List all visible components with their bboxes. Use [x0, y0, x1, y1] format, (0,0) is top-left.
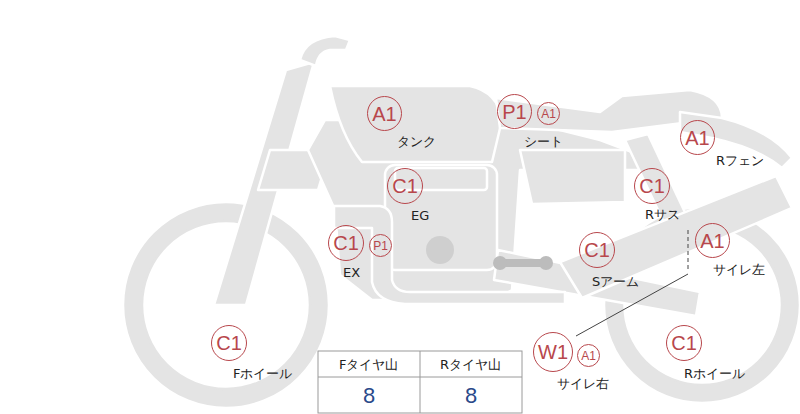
- part-name: Fホイール: [233, 367, 292, 380]
- callout-sub-code: A1: [537, 102, 560, 125]
- part-name: Sアーム: [592, 275, 639, 288]
- part-name: EG: [411, 209, 429, 222]
- part-name: シート: [524, 135, 563, 148]
- callout-code: C1: [387, 168, 423, 204]
- callout-code: C1: [328, 225, 364, 261]
- part-name: サイレ左: [713, 263, 765, 276]
- callout-code: A1: [695, 223, 730, 258]
- part-name: Rサス: [645, 208, 680, 221]
- part-name: EX: [343, 266, 360, 279]
- part-name: タンク: [397, 135, 436, 148]
- callout-code: P1: [497, 94, 532, 129]
- callout-code: C1: [666, 325, 702, 361]
- callout-code: C1: [634, 168, 670, 204]
- table-header: Rタイヤ山: [440, 358, 501, 371]
- callout-sub-code: P1: [369, 234, 392, 257]
- callout-code: W1: [533, 332, 573, 372]
- callout-code: A1: [680, 120, 715, 155]
- callout-code: A1: [367, 96, 402, 131]
- table-value: 8: [363, 385, 375, 407]
- table-value: 8: [465, 385, 477, 407]
- callout-code: C1: [579, 232, 615, 268]
- part-name: Rフェン: [716, 154, 764, 167]
- part-name: サイレ右: [557, 377, 609, 390]
- callout-sub-code: A1: [577, 344, 600, 367]
- table-header: Fタイヤ山: [339, 358, 398, 371]
- callout-code: C1: [211, 325, 247, 361]
- part-name: Rホイール: [684, 367, 745, 380]
